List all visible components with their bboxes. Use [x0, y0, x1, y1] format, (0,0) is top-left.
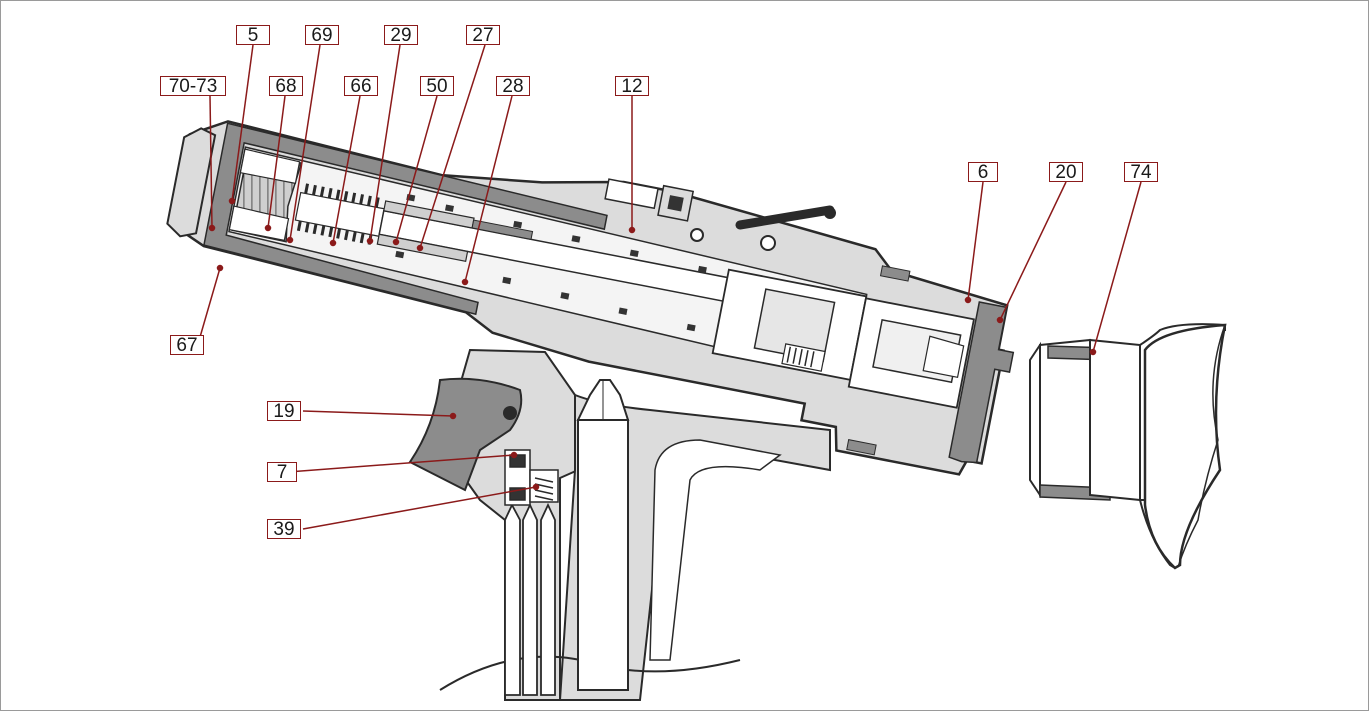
callout-27: 27 [466, 25, 500, 46]
callout-50: 50 [420, 76, 454, 97]
callout-6: 6 [968, 162, 998, 183]
callout-66: 66 [344, 76, 378, 97]
callout-7: 7 [267, 462, 297, 483]
hose-coupling [1029, 323, 1227, 570]
callout-29: 29 [384, 25, 418, 46]
release-lever [735, 205, 835, 230]
callout-20: 20 [1049, 162, 1083, 183]
callout-39: 39 [267, 519, 301, 540]
callout-28: 28 [496, 76, 530, 97]
callout-70-73: 70-73 [160, 76, 226, 97]
air-tubes [504, 502, 556, 696]
callout-74: 74 [1124, 162, 1158, 183]
callout-68: 68 [269, 76, 303, 97]
callout-5: 5 [236, 25, 270, 46]
callout-19: 19 [267, 401, 301, 422]
callout-leaders [197, 44, 1142, 530]
piston-cylinder [577, 419, 629, 691]
callout-67: 67 [170, 335, 204, 356]
callout-69: 69 [305, 25, 339, 46]
main-body [166, 120, 1015, 476]
handle-inner-cutout [649, 439, 782, 661]
trigger [408, 377, 523, 492]
callout-12: 12 [615, 76, 649, 97]
pivot-pin [690, 228, 704, 242]
